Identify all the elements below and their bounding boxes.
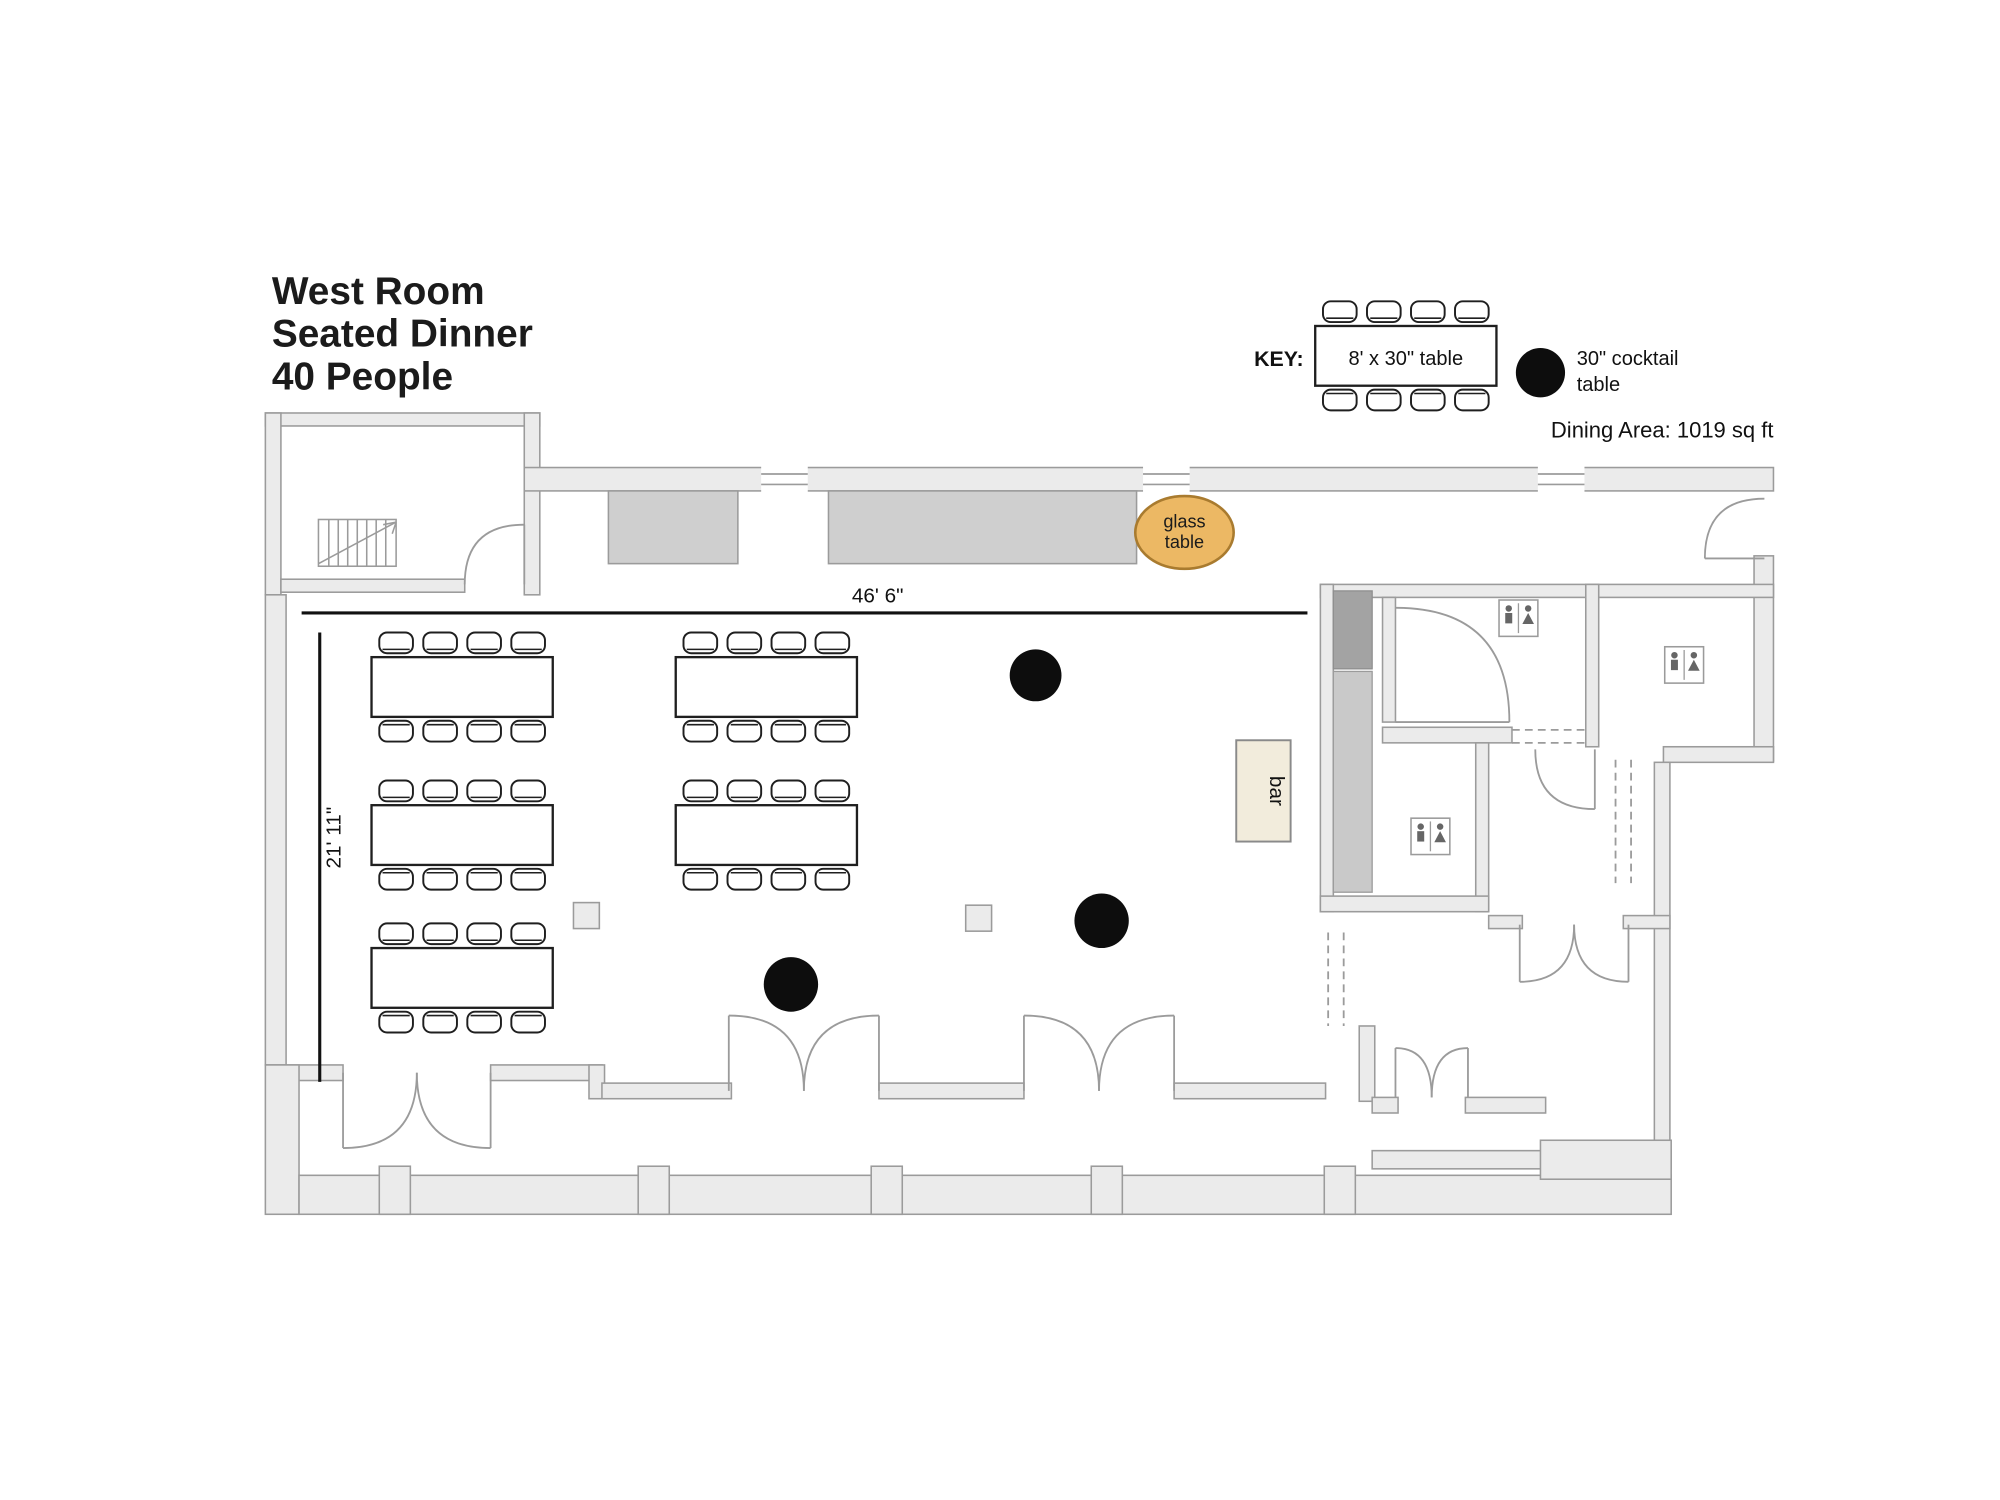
dimension-height-label: 21' 11" xyxy=(322,807,345,869)
key-label: KEY: xyxy=(1254,347,1303,371)
dimension-width: 46' 6" xyxy=(301,585,1308,615)
counters xyxy=(607,490,1373,893)
dinner-table-4 xyxy=(676,632,857,741)
glass-table: glass table xyxy=(1133,494,1235,571)
cocktail-table-1 xyxy=(1009,649,1062,702)
page-title-line-1: West Room xyxy=(272,270,485,313)
restroom-icon xyxy=(1498,599,1539,638)
walls xyxy=(264,412,1775,1216)
restroom-icon xyxy=(1410,817,1451,856)
cocktail-tables xyxy=(763,649,1129,1012)
dashed-openings xyxy=(1327,728,1632,1026)
dinner-table-1 xyxy=(372,632,553,741)
dining-area-label: Dining Area: 1019 sq ft xyxy=(1551,418,1774,443)
legend-cocktail-icon xyxy=(1515,348,1566,398)
dinner-table-2 xyxy=(372,781,553,890)
cocktail-table-2 xyxy=(1074,893,1129,949)
glass-table-label-2: table xyxy=(1165,532,1204,552)
bar-label: bar xyxy=(1265,776,1288,806)
dimension-height: 21' 11" xyxy=(318,632,345,1082)
legend-cocktail-label-1: 30" cocktail xyxy=(1577,348,1679,370)
cocktail-table-3 xyxy=(763,957,819,1012)
bar: bar xyxy=(1235,739,1292,843)
stairs-icon xyxy=(317,518,397,568)
legend-cocktail-label-2: table xyxy=(1577,374,1620,396)
page-title-line-2: Seated Dinner xyxy=(272,313,533,356)
restroom-icon xyxy=(1663,645,1705,684)
dinner-table-5 xyxy=(676,781,857,890)
page-title: West Room Seated Dinner 40 People xyxy=(272,270,533,399)
dinner-table-3 xyxy=(372,923,553,1032)
door-swings xyxy=(342,497,1765,1149)
column xyxy=(572,901,601,930)
windows xyxy=(761,464,1585,494)
legend-table-icon: 8' x 30" table xyxy=(1315,301,1496,410)
dimension-width-label: 46' 6" xyxy=(852,585,904,608)
legend-table-label: 8' x 30" table xyxy=(1349,348,1464,370)
column xyxy=(964,904,993,932)
glass-table-label-1: glass xyxy=(1163,511,1205,531)
legend: KEY: 8' x 30" table 30" cocktail table D… xyxy=(1254,301,1774,443)
page-title-line-3: 40 People xyxy=(272,356,453,399)
